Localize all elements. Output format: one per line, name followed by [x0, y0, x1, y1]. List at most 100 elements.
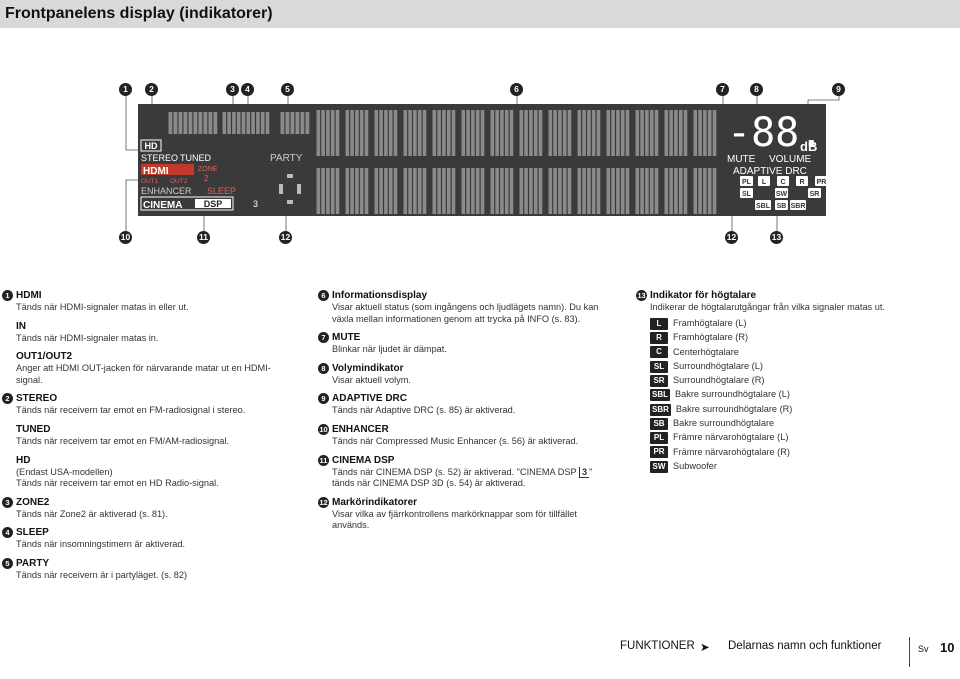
dot-matrix-column: [683, 110, 688, 156]
speaker-label: Framhögtalare (L): [673, 317, 747, 328]
entry-desc: Tänds när insomningstimern är aktiverad.: [16, 539, 186, 550]
callout-5: 5: [281, 83, 294, 96]
speaker-label: Surroundhögtalare (R): [673, 375, 765, 386]
dot-matrix-column: [232, 112, 236, 134]
dot-matrix-column: [558, 110, 562, 156]
left-column: 1 HDMI Tänds när HDMI-signaler matas in …: [2, 289, 292, 588]
dot-matrix-column: [437, 168, 441, 214]
dot-matrix-column: [591, 168, 596, 214]
dot-matrix-column: [265, 112, 270, 134]
dot-matrix-column: [178, 112, 183, 134]
speaker-badge: SBR: [650, 403, 671, 416]
dsp3-box: 3: [579, 466, 590, 478]
dot-matrix-column: [538, 110, 543, 156]
hd-indicator: HD: [145, 141, 158, 151]
speaker-indicator-box: [808, 188, 821, 198]
speaker-label: Framhögtalare (R): [673, 332, 749, 343]
speaker-indicator-pl: PL: [742, 179, 752, 186]
desc-part: Tänds när CINEMA DSP (s. 52) är aktivera…: [332, 466, 577, 477]
page-header: Frontpanelens display (indikatorer): [0, 0, 960, 28]
speaker-indicator-sr: SR: [810, 191, 820, 198]
dot-matrix-column: [432, 110, 437, 156]
dot-matrix-column: [582, 168, 586, 214]
entry-desc: Tänds när Adaptive DRC (s. 85) är aktive…: [332, 405, 516, 416]
speaker-label: Främre närvarohögtalare (L): [673, 432, 789, 443]
adaptive-drc-indicator: ADAPTIVE DRC: [733, 166, 807, 177]
speaker-label: Främre närvarohögtalare (R): [673, 446, 790, 457]
dot-matrix-column: [698, 110, 702, 156]
entry-title: SLEEP: [16, 527, 49, 539]
speaker-indicator-sw: SW: [776, 191, 788, 198]
desc-part: " tänds när CINEMA DSP 3D (s. 54) är akt…: [332, 466, 593, 489]
dot-matrix-column: [236, 112, 241, 134]
entry-title: ADAPTIVE DRC: [332, 393, 408, 405]
footer-section: FUNKTIONER: [620, 640, 695, 652]
entry-title: Markörindikatorer: [332, 496, 418, 508]
middle-column: 6 Informationsdisplay Visar aktuell stat…: [318, 289, 608, 538]
entry-cursor: 12 Markörindikatorer Visar vilka av fjär…: [318, 496, 608, 532]
dot-matrix-column: [384, 110, 388, 156]
dot-matrix-column: [408, 168, 412, 214]
party-indicator: PARTY: [270, 153, 303, 164]
dot-matrix-column: [241, 112, 246, 134]
dot-matrix-column: [591, 110, 596, 156]
dot-matrix-column: [596, 110, 601, 156]
dot-matrix-column: [384, 168, 388, 214]
dot-matrix-column: [446, 168, 451, 214]
dot-matrix-column: [280, 112, 285, 134]
speaker-indicator-box: [790, 200, 806, 210]
page-title: Frontpanelens display (indikatorer): [5, 5, 273, 22]
dot-matrix-column: [466, 110, 470, 156]
dot-matrix-column: [562, 110, 567, 156]
dot-matrix-column: [567, 110, 572, 156]
mute-indicator: MUTE: [727, 154, 756, 165]
dot-matrix-column: [698, 168, 702, 214]
dot-matrix-column: [577, 168, 582, 214]
dot-matrix-area: [168, 110, 717, 214]
dot-matrix-column: [577, 110, 582, 156]
entry-desc: Tänds när receivern är i partyläget. (s.…: [16, 569, 188, 580]
cursor-indicator: [279, 174, 301, 204]
dot-matrix-column: [640, 110, 644, 156]
speaker-label: Bakre surroundhögtalare: [673, 418, 775, 429]
page-number: 10: [940, 640, 955, 655]
out1-indicator: OUT1: [141, 178, 159, 185]
dot-matrix-column: [519, 110, 524, 156]
dot-matrix-column: [374, 110, 379, 156]
dot-matrix-column: [616, 110, 620, 156]
entry-mute: 7 MUTE Blinkar när ljudet är dämpat.: [318, 331, 608, 356]
dot-matrix-column: [173, 112, 178, 134]
dot-matrix-column: [393, 110, 398, 156]
dot-matrix-column: [295, 112, 300, 134]
dot-matrix-column: [548, 110, 553, 156]
entry-title: IN: [16, 320, 26, 332]
entry-number: 10: [318, 423, 329, 435]
entry-number: 1: [2, 290, 13, 301]
entry-desc: Tänds när CINEMA DSP (s. 52) är aktivera…: [332, 466, 608, 490]
speaker-label: Centerhögtalare: [673, 346, 739, 357]
speaker-indicator-box: [740, 188, 753, 198]
dot-matrix-column: [422, 168, 427, 214]
dot-matrix-column: [553, 168, 557, 214]
entry-desc: Tänds när receivern tar emot en FM/AM-ra…: [16, 435, 229, 446]
tuned-indicator: TUNED: [180, 153, 211, 163]
dot-matrix-column: [645, 168, 649, 214]
dot-matrix-column: [300, 112, 305, 134]
volume-digits: -88.8: [727, 110, 847, 156]
entry-desc: Visar aktuell status (som ingångens och …: [332, 302, 599, 324]
entry-desc: Visar aktuell volym.: [332, 374, 411, 385]
dsp-indicator-bg: [195, 199, 231, 208]
dot-matrix-column: [490, 168, 495, 214]
dot-matrix-column: [495, 168, 499, 214]
dot-matrix-column: [188, 112, 193, 134]
dot-matrix-column: [203, 112, 208, 134]
entry-stereo: 2 STEREO Tänds när receivern tar emot en…: [2, 392, 292, 489]
speaker-indicator-sbr: SBR: [791, 203, 806, 210]
language-code: Sv: [918, 644, 929, 654]
speaker-badge: SR: [650, 374, 668, 387]
dot-matrix-column: [345, 168, 350, 214]
speaker-indicator-l: L: [762, 179, 767, 186]
dot-matrix-column: [703, 110, 707, 156]
